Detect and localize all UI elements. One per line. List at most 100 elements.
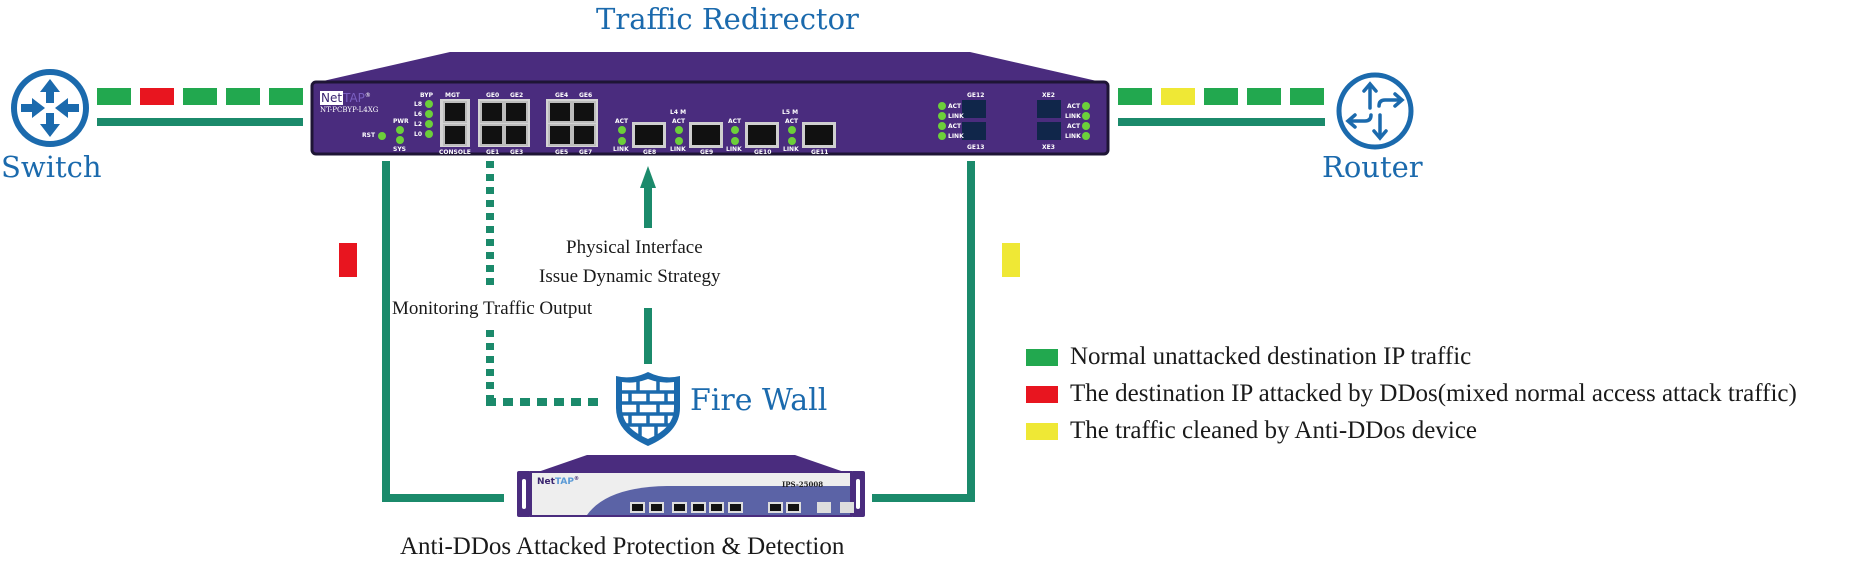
l6-label: L6 (414, 111, 422, 118)
nettap-logo: NetTAP® (537, 476, 579, 487)
anti-ddos-label: Anti-DDos Attacked Protection & Detectio… (400, 533, 845, 560)
dotted-segment (486, 278, 494, 285)
ge9-sfp-port (689, 122, 723, 148)
rst-led (378, 132, 386, 140)
console-label: CONSOLE (439, 149, 471, 156)
ge0-label: GE0 (486, 92, 500, 99)
ge11-label: GE11 (811, 149, 829, 156)
pwr-label: PWR (393, 118, 409, 125)
link-label: LINK (1065, 113, 1081, 120)
traffic-segment-normal (1204, 88, 1238, 105)
dotted-segment (486, 239, 494, 246)
pwr-led (396, 126, 404, 134)
ge9-label: GE9 (700, 149, 714, 156)
monitoring-traffic-output-label: Monitoring Traffic Output (392, 298, 593, 319)
ge11-sfp-port (802, 122, 836, 148)
ge0-port (480, 101, 504, 123)
legend-swatch-cleaned (1026, 422, 1058, 440)
ge3-label: GE3 (510, 149, 524, 156)
ips-rj45-port (786, 502, 801, 513)
mgt-label: MGT (445, 92, 460, 99)
ge5-label: GE5 (555, 149, 569, 156)
ge13-link-led (938, 132, 946, 140)
dotted-segment (503, 398, 513, 406)
ge8-link-led (618, 137, 626, 145)
dotted-segment (588, 398, 598, 406)
ge13-act-led (938, 122, 946, 130)
anti-ddos-device: NetTAP® IPS-25008 (517, 455, 865, 519)
l2-label: L2 (414, 121, 422, 128)
ips-rj45-port (630, 502, 645, 513)
ips-rj45-port (649, 502, 664, 513)
legend-item-cleaned: The traffic cleaned by Anti-DDos device (1026, 417, 1477, 445)
ips-rj45-port (691, 502, 706, 513)
router-link-line (1118, 118, 1325, 126)
ge6-port (572, 101, 596, 123)
link-label: LINK (670, 146, 686, 153)
ge13-fiber-port (962, 122, 986, 140)
mgt-port (443, 101, 467, 123)
dotted-segment (486, 200, 494, 207)
ge10-act-led (731, 126, 739, 134)
traffic-redirector-device: NetTAP® NT-PCBYP-L4XG RST PWR SYS BYP L8… (310, 52, 1110, 156)
dotted-segment (486, 343, 494, 350)
l2-led (425, 120, 433, 128)
dotted-segment (571, 398, 581, 406)
traffic-segment-normal (1290, 88, 1324, 105)
ge11-link-led (788, 137, 796, 145)
legend-label: The traffic cleaned by Anti-DDos device (1070, 417, 1478, 444)
ge10-sfp-port (745, 122, 779, 148)
ge4-port (548, 101, 572, 123)
right-traffic-indicator (1002, 243, 1020, 277)
xe3-link-led (1082, 132, 1090, 140)
xe2-fiber-port (1037, 100, 1061, 118)
xe3-fiber-port (1037, 122, 1061, 140)
dotted-segment (486, 330, 494, 337)
link-label: LINK (783, 146, 799, 153)
xe2-link-led (1082, 112, 1090, 120)
device-model: IPS-25008 (782, 480, 824, 489)
ips-sfp-port (817, 502, 831, 513)
firewall-shield-icon (616, 372, 680, 446)
device-model: NT-PCBYP-L4XG (320, 106, 379, 114)
ge9-link-led (675, 137, 683, 145)
ge5-port (548, 124, 572, 146)
right-bottom-link (872, 494, 975, 502)
act-label: ACT (785, 118, 799, 125)
legend-swatch-normal (1026, 348, 1058, 366)
dotted-segment (520, 398, 530, 406)
traffic-segment-normal (226, 88, 260, 105)
ge8-label: GE8 (643, 149, 657, 156)
l5m-label: L5 M (782, 109, 799, 116)
switch-icon (11, 69, 89, 147)
ge9-act-led (675, 126, 683, 134)
dotted-segment (486, 252, 494, 259)
xe3-act-led (1082, 122, 1090, 130)
ips-rj45-port (709, 502, 724, 513)
legend-label: Normal unattacked destination IP traffic (1070, 343, 1472, 370)
l8-label: L8 (414, 101, 422, 108)
right-vertical-link (967, 161, 975, 502)
act-label: ACT (948, 103, 962, 110)
ge4-label: GE4 (555, 92, 569, 99)
ge6-label: GE6 (579, 92, 593, 99)
dotted-segment (537, 398, 547, 406)
ge12-label: GE12 (967, 92, 985, 99)
ge8-act-led (618, 126, 626, 134)
dotted-segment (486, 226, 494, 233)
ge1-label: GE1 (486, 149, 500, 156)
traffic-segment-normal (269, 88, 303, 105)
traffic-segment-normal (183, 88, 217, 105)
ips-rj45-port (768, 502, 783, 513)
left-vertical-link (382, 161, 390, 502)
left-traffic-indicator (339, 243, 357, 277)
switch-link-line (97, 118, 303, 126)
console-port (443, 124, 467, 146)
physical-interface-label: Physical Interface (566, 237, 703, 258)
traffic-segment-cleaned (1161, 88, 1195, 105)
ge12-fiber-port (962, 100, 986, 118)
act-label: ACT (1067, 103, 1081, 110)
xe2-act-led (1082, 102, 1090, 110)
ge7-port (572, 124, 596, 146)
dotted-segment (554, 398, 564, 406)
